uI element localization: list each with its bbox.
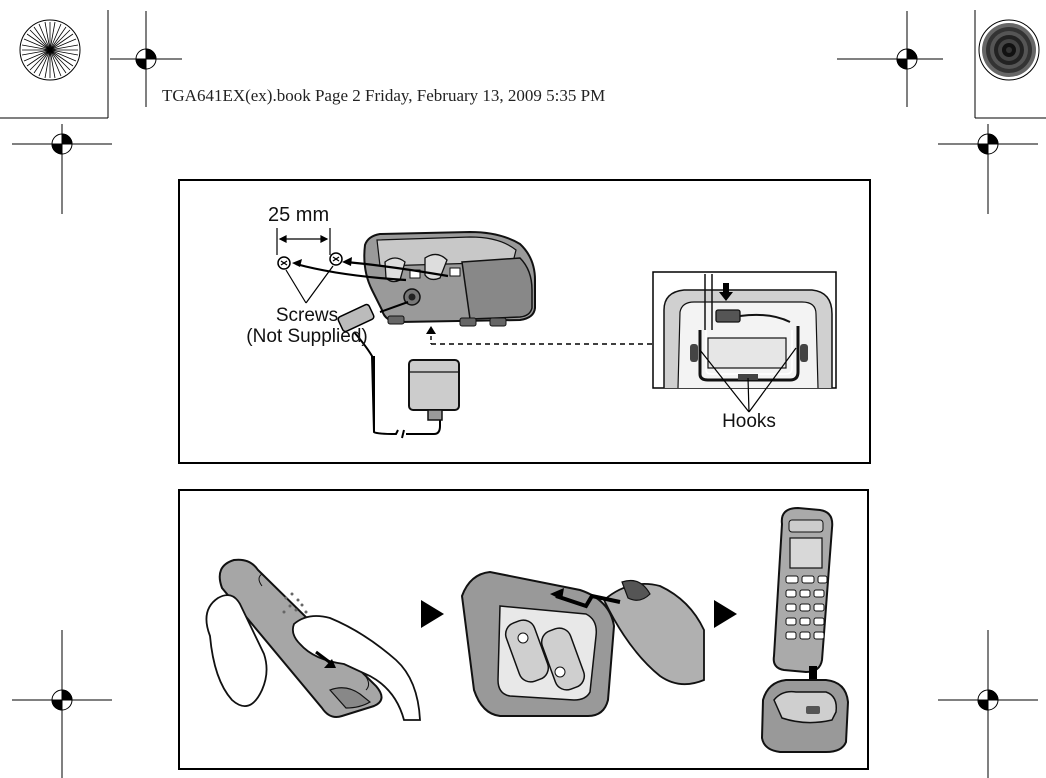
step-arrow-2-icon [714, 600, 737, 628]
screw-left-icon [277, 256, 291, 270]
step2-insert-batteries-illustration [460, 570, 705, 717]
screw-right-icon [329, 252, 343, 266]
screws-label: Screws (Not Supplied) [222, 305, 392, 347]
hooks-pointer-lines [699, 347, 797, 413]
ac-adaptor-cable [337, 301, 441, 439]
crosshair-mark-right-lower [938, 630, 1038, 778]
crosshair-mark-header-left [110, 11, 182, 107]
screws-label-line1: Screws [275, 305, 339, 326]
insert-cable-arrow-icon [719, 292, 733, 301]
step3-charge-handset-illustration [760, 506, 850, 753]
distance-label: 25 mm [268, 204, 330, 226]
print-header-text: TGA641EX(ex).book Page 2 Friday, Februar… [162, 86, 606, 105]
concentric-mark-top-right [978, 19, 1040, 81]
step-arrow-1-icon [421, 600, 444, 628]
hooks-label: Hooks [722, 411, 776, 432]
crosshair-mark-left-lower [12, 630, 112, 778]
crosshair-mark-header-right [837, 11, 943, 107]
arrow-head-right-icon [342, 257, 352, 266]
detail-leader-line [430, 336, 652, 345]
screws-label-line2: (Not Supplied) [246, 326, 368, 347]
insert-arrow-icon [550, 588, 564, 600]
crosshair-mark-left-upper [12, 124, 112, 214]
ac-adaptor-icon [408, 359, 460, 421]
base-unit-illustration [363, 230, 536, 327]
slide-down-arrow-icon [324, 659, 336, 668]
dimension-indicator [276, 228, 331, 255]
starburst-mark-top-left [19, 19, 81, 81]
crosshair-mark-right-upper [938, 124, 1038, 214]
arrow-head-left-icon [292, 259, 302, 267]
leader-arrow-icon [426, 326, 436, 334]
mounting-arrow-icons [295, 260, 449, 282]
step1-open-cover-illustration [205, 558, 421, 721]
